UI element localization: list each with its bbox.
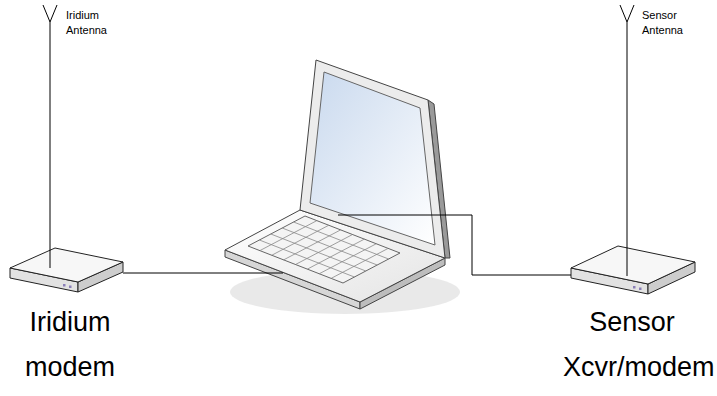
antenna-arm bbox=[620, 5, 627, 22]
antenna-arm bbox=[43, 5, 50, 22]
key-row bbox=[259, 240, 354, 277]
box-top bbox=[10, 248, 123, 282]
key-column bbox=[319, 244, 376, 274]
device-label: Sensor Xcvr/modem bbox=[563, 300, 701, 390]
laptop-shadow bbox=[230, 270, 460, 314]
antenna-mast bbox=[627, 22, 628, 276]
key-column bbox=[296, 235, 353, 265]
key-row bbox=[294, 222, 389, 259]
box-top bbox=[571, 246, 695, 284]
device-label: Iridium modem bbox=[5, 300, 135, 390]
sensor-antenna bbox=[620, 5, 634, 276]
status-led bbox=[633, 286, 636, 289]
key-column bbox=[331, 248, 388, 278]
screen-display bbox=[310, 72, 435, 245]
antenna-mast bbox=[50, 22, 51, 268]
key-row bbox=[282, 228, 377, 265]
status-led bbox=[63, 284, 66, 287]
iridium-antenna bbox=[43, 5, 57, 268]
screen-edge bbox=[428, 100, 450, 258]
screen-bezel bbox=[300, 60, 445, 258]
laptop-deck bbox=[225, 210, 445, 302]
device-node: Iridium modem bbox=[5, 240, 135, 390]
status-led bbox=[69, 286, 72, 289]
device-node: Sensor Xcvr/modem bbox=[563, 240, 701, 390]
laptop-side-edge bbox=[360, 258, 445, 309]
key-row bbox=[271, 234, 366, 271]
cable bbox=[123, 273, 283, 274]
key-column bbox=[260, 221, 317, 251]
antenna-label: Sensor Antenna bbox=[642, 8, 690, 38]
antenna-arm bbox=[627, 5, 634, 22]
keyboard bbox=[248, 216, 400, 283]
modem-box bbox=[563, 240, 701, 300]
laptop bbox=[225, 60, 460, 314]
status-led bbox=[639, 288, 642, 291]
key-column bbox=[307, 239, 364, 269]
antenna-arm bbox=[50, 5, 57, 22]
laptop-front-edge bbox=[225, 250, 360, 309]
key-column bbox=[284, 230, 341, 260]
key-column bbox=[272, 225, 329, 255]
modem-box bbox=[5, 240, 135, 300]
cable bbox=[338, 215, 571, 275]
antenna-label: Iridium Antenna bbox=[66, 8, 114, 38]
keyboard-keys bbox=[259, 221, 388, 279]
